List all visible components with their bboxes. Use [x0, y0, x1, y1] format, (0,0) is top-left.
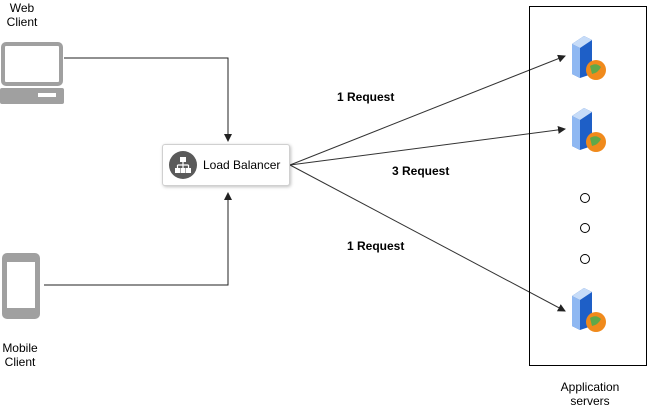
- mobile-phone-icon: [2, 253, 40, 319]
- application-servers-group: [529, 6, 647, 366]
- lb-to-server-3-arrow: [289, 164, 566, 312]
- server-icon-3: [572, 288, 606, 332]
- load-balancer-node[interactable]: Load Balancer: [162, 144, 290, 186]
- request-label-bottom: 1 Request: [347, 239, 405, 253]
- network-hierarchy-icon: [169, 151, 197, 179]
- laptop-icon: [0, 42, 64, 104]
- lb-to-server-2-arrow: [289, 125, 566, 166]
- web-client-label: Web Client: [6, 1, 38, 29]
- lb-to-server-1-arrow: [289, 54, 566, 166]
- ellipsis-dot: [580, 254, 590, 264]
- load-balancer-label: Load Balancer: [203, 158, 281, 172]
- ellipsis-dot: [580, 193, 590, 203]
- request-label-middle: 3 Request: [392, 164, 450, 178]
- request-label-top: 1 Request: [337, 90, 395, 104]
- web-to-lb-connector: [64, 57, 232, 142]
- mobile-to-lb-connector: [44, 192, 232, 286]
- mobile-client-label: Mobile Client: [2, 341, 38, 369]
- server-icon-1: [572, 36, 606, 80]
- ellipsis-dot: [580, 223, 590, 233]
- server-icon-2: [572, 108, 606, 152]
- application-servers-label: Application servers: [560, 380, 620, 408]
